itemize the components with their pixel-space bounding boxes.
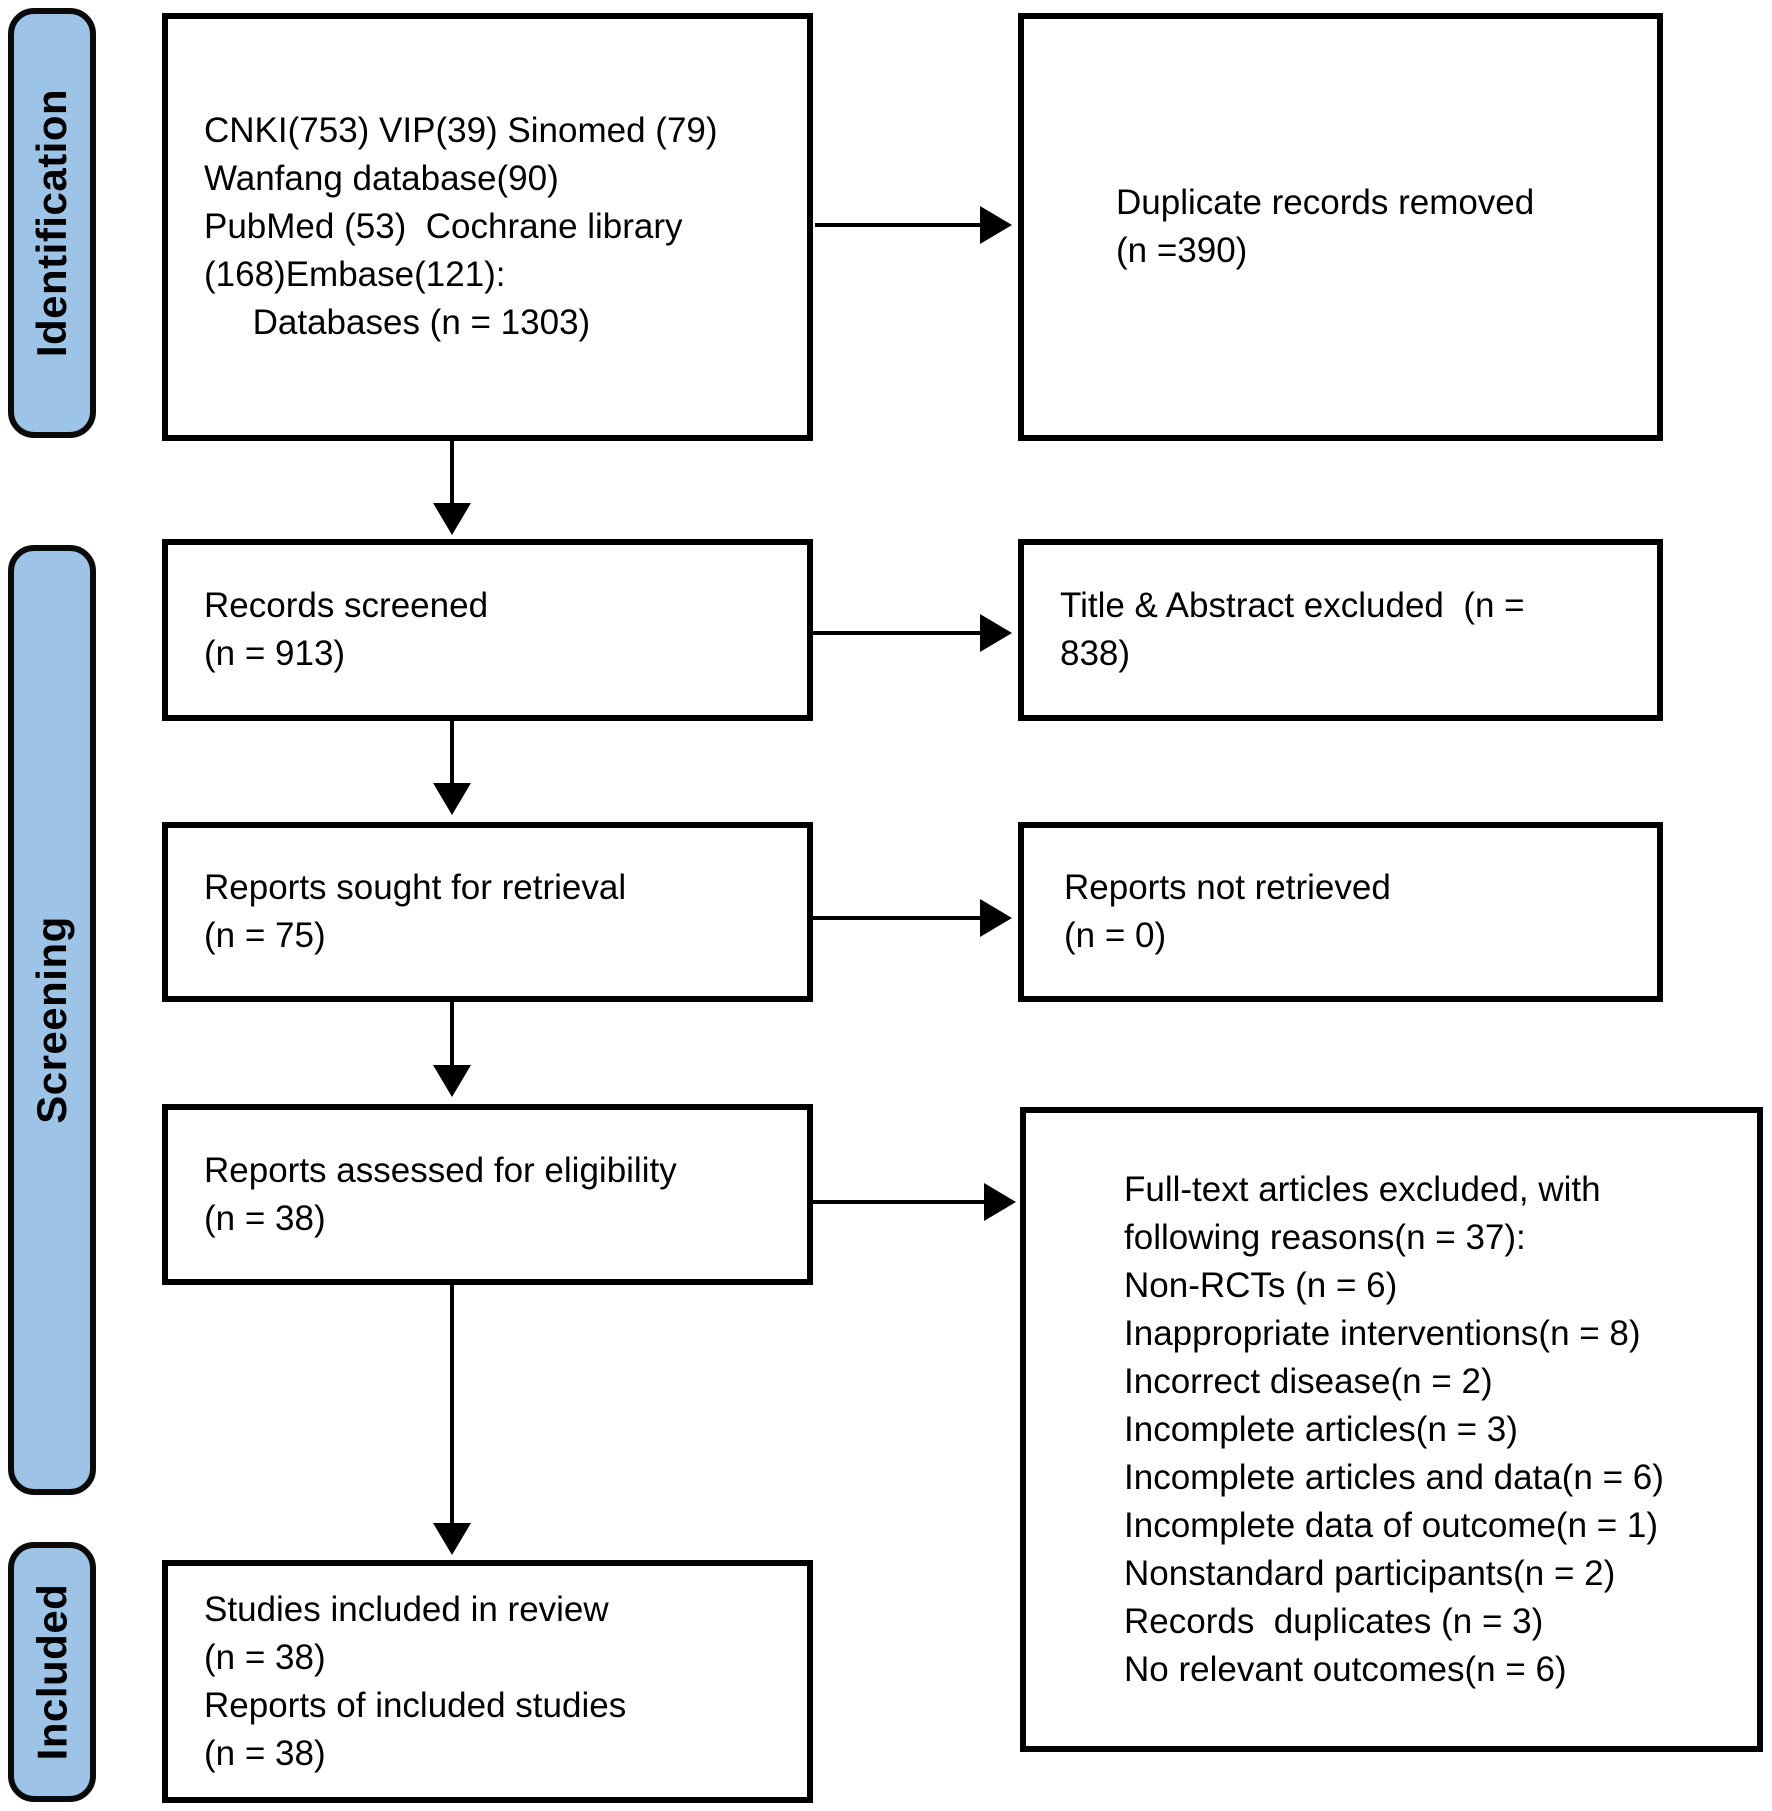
arrowhead-right-icon xyxy=(980,614,1012,652)
box-title-abstract-excluded: Title & Abstract excluded (n = 838) xyxy=(1018,539,1663,721)
box-text-line: Reports of included studies xyxy=(204,1685,627,1725)
box-text-line: Duplicate records removed xyxy=(1116,183,1535,222)
box-reports-not-retrieved: Reports not retrieved (n = 0) xyxy=(1018,822,1663,1002)
box-text-line: Title & Abstract excluded (n = xyxy=(1060,586,1525,625)
stage-bar-included: Included xyxy=(8,1542,96,1802)
box-fulltext-articles-excluded: Full-text articles excluded, with follow… xyxy=(1020,1107,1763,1752)
stage-bar-identification: Identification xyxy=(8,8,96,438)
box-text-line: Incomplete articles(n = 3) xyxy=(1124,1409,1518,1449)
arrowhead-right-icon xyxy=(980,206,1012,244)
arrowhead-right-icon xyxy=(984,1183,1016,1221)
box-text-line: (n = 38) xyxy=(204,1198,326,1238)
box-text-line: (n =390) xyxy=(1116,231,1248,270)
box-text-line: 838) xyxy=(1060,634,1131,673)
box-text-line: Databases (n = 1303) xyxy=(204,303,591,342)
arrow-reports-sought-to-reports-assessed xyxy=(450,1002,454,1067)
box-text-line: PubMed (53) Cochrane library xyxy=(204,207,683,246)
box-text-line: following reasons(n = 37): xyxy=(1124,1217,1526,1257)
box-text-line: Records screened xyxy=(204,586,489,625)
arrowhead-down-icon xyxy=(433,1065,471,1097)
box-duplicate-records-removed: Duplicate records removed (n =390) xyxy=(1018,13,1663,441)
box-text-line: Reports sought for retrieval xyxy=(204,868,627,907)
box-studies-included-in-review: Studies included in review (n = 38) Repo… xyxy=(162,1560,813,1803)
box-text-line: (n = 38) xyxy=(204,1733,326,1773)
stage-bar-screening: Screening xyxy=(8,545,96,1495)
box-reports-assessed-for-eligibility: Reports assessed for eligibility (n = 38… xyxy=(162,1104,813,1285)
box-text-line: (n = 0) xyxy=(1064,916,1167,955)
arrow-reports-sought-to-reports-not-retrieved xyxy=(813,916,980,920)
box-text-line: Wanfang database(90) xyxy=(204,159,559,198)
box-text-line: CNKI(753) VIP(39) Sinomed (79) xyxy=(204,111,718,150)
box-text-line: (n = 75) xyxy=(204,916,326,955)
arrow-databases-to-records-screened xyxy=(450,441,454,505)
arrow-records-screened-to-title-abstract-excluded xyxy=(813,631,980,635)
stage-label-screening: Screening xyxy=(28,916,76,1124)
box-text-line: (n = 38) xyxy=(204,1637,326,1677)
box-text-line: Nonstandard participants(n = 2) xyxy=(1124,1553,1616,1593)
arrow-databases-to-duplicates-removed xyxy=(815,223,980,227)
box-text-line: Non-RCTs (n = 6) xyxy=(1124,1265,1398,1305)
box-records-screened: Records screened (n = 913) xyxy=(162,539,813,721)
box-text-line: Incomplete articles and data(n = 6) xyxy=(1124,1457,1664,1497)
box-text-line: Studies included in review xyxy=(204,1589,609,1629)
box-text-line: Records duplicates (n = 3) xyxy=(1124,1601,1544,1641)
box-text-line: Incorrect disease(n = 2) xyxy=(1124,1361,1493,1401)
arrow-reports-assessed-to-fulltext-excluded xyxy=(810,1200,984,1204)
arrow-reports-assessed-to-studies-included xyxy=(450,1285,454,1525)
box-text-line: Reports not retrieved xyxy=(1064,868,1391,907)
box-text-line: (n = 913) xyxy=(204,634,346,673)
stage-label-included: Included xyxy=(28,1583,75,1761)
arrowhead-right-icon xyxy=(980,899,1012,937)
box-text-line: Full-text articles excluded, with xyxy=(1124,1169,1601,1209)
box-text-line: Incomplete data of outcome(n = 1) xyxy=(1124,1505,1659,1545)
box-databases-searched: CNKI(753) VIP(39) Sinomed (79) Wanfang d… xyxy=(162,13,813,441)
arrowhead-down-icon xyxy=(433,783,471,815)
box-text-line: Inappropriate interventions(n = 8) xyxy=(1124,1313,1641,1353)
box-text-line: (168)Embase(121): xyxy=(204,255,506,294)
box-text-line: Reports assessed for eligibility xyxy=(204,1150,677,1190)
arrow-records-screened-to-reports-sought xyxy=(450,721,454,785)
box-reports-sought-for-retrieval: Reports sought for retrieval (n = 75) xyxy=(162,822,813,1002)
stage-label-identification: Identification xyxy=(28,88,75,358)
box-text-line: No relevant outcomes(n = 6) xyxy=(1124,1649,1567,1689)
arrowhead-down-icon xyxy=(433,503,471,535)
arrowhead-down-icon xyxy=(433,1523,471,1555)
